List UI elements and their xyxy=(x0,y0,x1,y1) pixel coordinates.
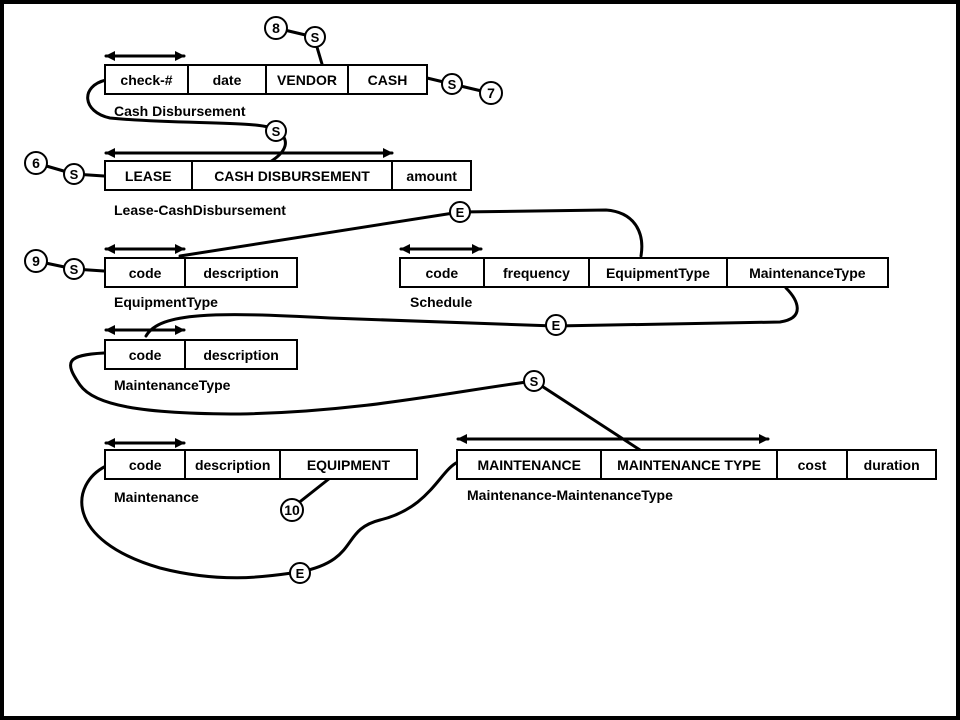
e-marker-schedule-equiptype: E xyxy=(449,201,471,223)
column-code: code xyxy=(106,341,187,368)
table-name-schedule: Schedule xyxy=(410,294,473,310)
maintenance-table: code description EQUIPMENT xyxy=(104,449,418,480)
s-marker-cash: S xyxy=(441,73,463,95)
s-marker-mmt: S xyxy=(523,370,545,392)
link-schedule-equiptype xyxy=(178,208,644,258)
cash-disbursement-table: check-# date VENDOR CASH xyxy=(104,64,428,95)
s-marker-lease: S xyxy=(63,163,85,185)
column-vendor: VENDOR xyxy=(267,66,349,93)
number-marker-6: 6 xyxy=(24,151,48,175)
equipment-type-table: code description xyxy=(104,257,298,288)
link-mmt-mainttype xyxy=(69,351,642,452)
column-maintenance-type: MAINTENANCE TYPE xyxy=(602,451,778,478)
column-cost: cost xyxy=(778,451,849,478)
table-name-maintenance-maintenance-type: Maintenance-MaintenanceType xyxy=(467,487,673,503)
column-check-number: check-# xyxy=(106,66,189,93)
column-maintenance: MAINTENANCE xyxy=(458,451,603,478)
s-marker-equiptype: S xyxy=(63,258,85,280)
s-marker-vendor: S xyxy=(304,26,326,48)
column-code: code xyxy=(106,451,187,478)
number-marker-8: 8 xyxy=(264,16,288,40)
maintenance-type-table: code description xyxy=(104,339,298,370)
number-marker-7: 7 xyxy=(479,81,503,105)
link-cd-to-lease xyxy=(86,78,287,164)
s-marker-lease-cd: S xyxy=(265,120,287,142)
number-marker-10: 10 xyxy=(280,498,304,522)
table-name-lease-cash-disbursement: Lease-CashDisbursement xyxy=(114,202,286,218)
column-cash: CASH xyxy=(367,71,408,88)
table-name-maintenance: Maintenance xyxy=(114,489,199,505)
column-code: code xyxy=(401,259,485,286)
column-cash-disbursement: CASH DISBURSEMENT xyxy=(193,162,394,189)
column-code: code xyxy=(106,259,187,286)
column-maintenance-type: MaintenanceType xyxy=(749,264,866,281)
column-equipment: EQUIPMENT xyxy=(306,456,391,473)
maintenance-maintenance-type-table: MAINTENANCE MAINTENANCE TYPE cost durati… xyxy=(456,449,937,480)
column-description: description xyxy=(203,264,279,281)
table-name-cash-disbursement: Cash Disbursement xyxy=(114,103,246,119)
column-description: description xyxy=(186,451,281,478)
column-description: description xyxy=(203,346,279,363)
e-marker-maintenance: E xyxy=(289,562,311,584)
schedule-table: code frequency EquipmentType Maintenance… xyxy=(399,257,889,288)
column-date: date xyxy=(189,66,267,93)
column-amount: amount xyxy=(406,167,457,184)
table-name-maintenance-type: MaintenanceType xyxy=(114,377,231,393)
column-frequency: frequency xyxy=(485,259,591,286)
table-name-equipment-type: EquipmentType xyxy=(114,294,218,310)
column-duration: duration xyxy=(863,456,920,473)
lease-cash-disbursement-table: LEASE CASH DISBURSEMENT amount xyxy=(104,160,472,191)
e-marker-schedule-mainttype: E xyxy=(545,314,567,336)
link-schedule-mainttype xyxy=(144,286,799,338)
column-lease: LEASE xyxy=(106,162,193,189)
column-equipment-type: EquipmentType xyxy=(590,259,728,286)
number-marker-9: 9 xyxy=(24,249,48,273)
